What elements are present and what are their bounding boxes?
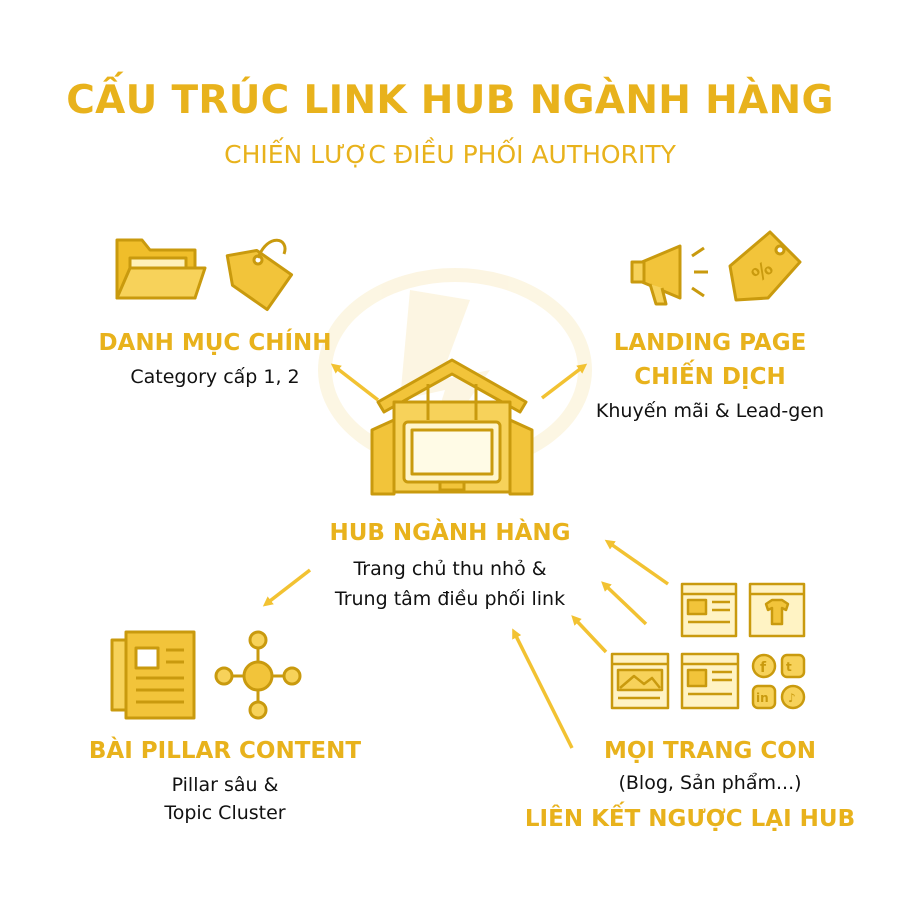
hub-desc-1: Trang chủ thu nhỏ & <box>353 558 547 580</box>
arrow-to-landing <box>540 363 588 400</box>
article-page-icon <box>680 652 740 710</box>
social-icons: f t in ♪ <box>751 653 806 710</box>
landing-heading-1: LANDING PAGE <box>613 330 807 356</box>
hub-desc-2: Trung tâm điều phối link <box>334 588 566 610</box>
megaphone-icon <box>630 244 708 306</box>
page-title: CẤU TRÚC LINK HUB NGÀNH HÀNG <box>66 78 834 123</box>
svg-text:in: in <box>756 691 769 705</box>
children-heading: MỌI TRANG CON <box>603 738 817 764</box>
svg-text:t: t <box>786 660 792 674</box>
document-icon <box>110 630 196 720</box>
pillar-desc-1: Pillar sâu & <box>171 774 279 796</box>
arrows <box>262 363 670 749</box>
tag-icon <box>225 238 294 312</box>
hub-heading: HUB NGÀNH HÀNG <box>329 520 571 546</box>
discount-tag-icon: % <box>728 230 802 302</box>
svg-text:♪: ♪ <box>788 691 796 705</box>
svg-text:f: f <box>760 660 767 676</box>
web-page-icon <box>680 582 738 638</box>
pillar-desc-2: Topic Cluster <box>164 802 286 824</box>
arrow-child-1 <box>604 539 670 586</box>
children-footer: LIÊN KẾT NGƯỢC LẠI HUB <box>524 806 856 832</box>
landing-heading-2: CHIẾN DỊCH <box>634 364 786 390</box>
image-page-icon <box>610 652 670 710</box>
arrow-to-category <box>330 363 380 402</box>
product-page-icon <box>748 582 806 638</box>
category-heading: DANH MỤC CHÍNH <box>98 330 332 356</box>
folder-icon <box>115 238 207 300</box>
arrow-child-2 <box>601 581 648 626</box>
arrow-to-pillar <box>262 568 312 607</box>
network-icon <box>214 630 302 720</box>
page-subtitle: CHIẾN LƯỢC ĐIỀU PHỐI AUTHORITY <box>224 140 676 169</box>
children-desc: (Blog, Sản phẩm...) <box>618 772 802 794</box>
landing-desc: Khuyến mãi & Lead-gen <box>595 400 825 422</box>
category-desc: Category cấp 1, 2 <box>130 366 300 388</box>
arrow-child-3 <box>571 615 608 654</box>
arrow-child-4 <box>512 628 574 749</box>
pillar-heading: BÀI PILLAR CONTENT <box>88 738 362 764</box>
hub-house-icon <box>370 358 534 496</box>
